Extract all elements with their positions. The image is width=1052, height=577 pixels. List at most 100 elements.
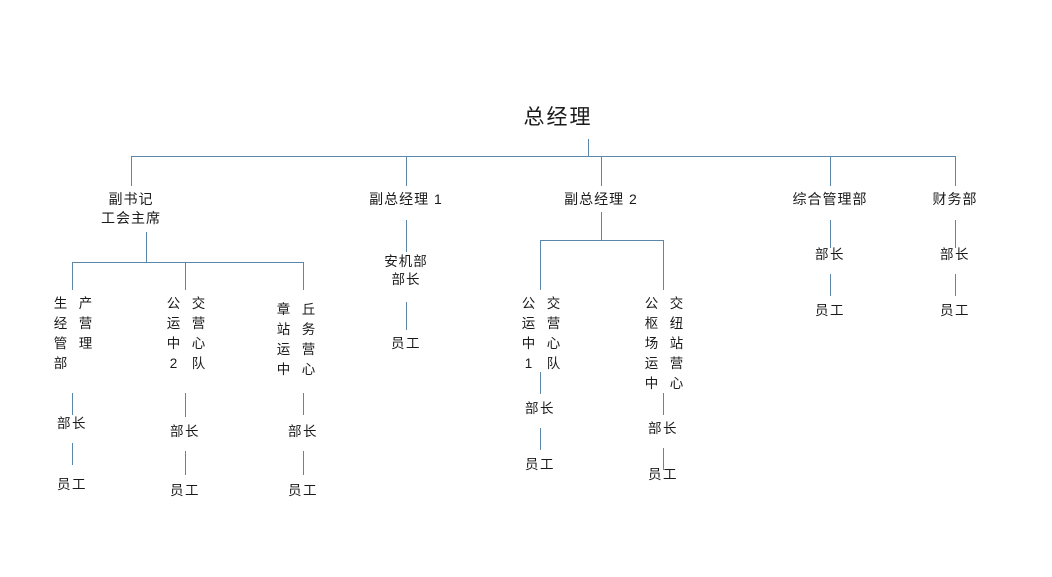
- node-bus-operations-center-team-1[interactable]: 公 运 中 1 交 营 心 队: [521, 294, 561, 374]
- node-label-line2: 部长: [391, 272, 421, 288]
- node-label: 员工: [391, 336, 421, 351]
- vtext-char: 经: [53, 315, 68, 331]
- vtext-char: 理: [78, 335, 93, 351]
- node-bus-team1-staff[interactable]: 员工: [495, 456, 585, 474]
- connector-general-admin-director-to-staff: [830, 274, 831, 296]
- node-label-line2: 工会主席: [101, 209, 161, 226]
- node-deputy-gm-1[interactable]: 副总经理 1: [346, 190, 466, 209]
- connector-drop-production-operations-dept: [72, 262, 73, 290]
- vtext-col-right: 交 营 心 队: [191, 294, 206, 374]
- node-bus-operations-center-team-2[interactable]: 公 运 中 2 交 营 心 队: [166, 294, 206, 374]
- vtext-char: 心: [301, 361, 316, 377]
- node-label-line1: 副书记: [108, 191, 154, 207]
- node-zhangqiu-staff[interactable]: 员工: [258, 482, 348, 500]
- node-general-admin-staff[interactable]: 员工: [785, 302, 875, 320]
- vtext-col-left: 生 经 管 部: [53, 294, 68, 374]
- node-finance-director[interactable]: 部长: [910, 246, 1000, 264]
- vtext-char: 运: [644, 355, 659, 371]
- node-bus-team2-staff[interactable]: 员工: [135, 482, 235, 500]
- vtext-col-right: 丘 务 营 心: [301, 300, 316, 380]
- node-security-dept[interactable]: 安机部 部长: [356, 253, 456, 289]
- node-label: 部长: [815, 247, 845, 262]
- vtext-char: 公: [644, 296, 659, 311]
- node-general-admin-dept[interactable]: 综合管理部: [770, 190, 890, 209]
- node-label: 总经理: [523, 106, 593, 129]
- node-bus-hub-station-operations-center[interactable]: 公 枢 场 运 中 交 纽 站 营 心: [644, 294, 684, 394]
- vtext-char: 站: [276, 321, 291, 337]
- connector-level2-bus: [131, 156, 955, 157]
- node-label-line1: 安机部: [384, 254, 428, 269]
- vtext-char: 生: [53, 296, 68, 311]
- connector-production-dept-to-director: [72, 393, 73, 415]
- vtext-char: 公: [521, 296, 536, 311]
- connector-deputy-gm-1-to-security-dept: [406, 220, 407, 252]
- connector-bus-hub-director-to-staff: [663, 448, 664, 470]
- connector-drop-bus-operations-center-team-1: [540, 240, 541, 290]
- node-label-line1: 财务部: [932, 191, 978, 207]
- connector-drop-deputy-gm-1: [406, 156, 407, 186]
- node-label: 员工: [288, 483, 318, 498]
- connector-production-dept-director-to-staff: [72, 443, 73, 465]
- vtext-char: 营: [78, 315, 93, 331]
- vtext-char: 运: [521, 315, 536, 331]
- node-general-manager[interactable]: 总经理: [478, 104, 638, 132]
- connector-zhangqiu-to-director: [303, 393, 304, 415]
- connector-drop-bus-hub-station-operations-center: [663, 240, 664, 290]
- node-label: 员工: [525, 457, 555, 472]
- node-bus-hub-director[interactable]: 部长: [618, 420, 708, 438]
- vtext-char: 站: [669, 335, 684, 351]
- node-production-dept-staff[interactable]: 员工: [32, 476, 112, 494]
- connector-finance-to-director: [955, 220, 956, 248]
- vtext-char: 心: [546, 335, 561, 351]
- node-finance-staff[interactable]: 员工: [910, 302, 1000, 320]
- vtext-char: 队: [191, 355, 206, 371]
- node-bus-team1-director[interactable]: 部长: [495, 400, 585, 418]
- connector-bus-team2-director-to-staff: [185, 451, 186, 475]
- connector-drop-general-admin-dept: [830, 156, 831, 186]
- vtext-char: 心: [669, 375, 684, 391]
- node-production-operations-dept[interactable]: 生 经 管 部 产 营 理: [53, 294, 93, 374]
- connector-finance-director-to-staff: [955, 274, 956, 296]
- vtext-col-right: 交 纽 站 营 心: [669, 294, 684, 394]
- node-label-line1: 副总经理 1: [369, 191, 443, 207]
- vtext-char: 管: [53, 335, 68, 351]
- vtext-char: 运: [166, 315, 181, 331]
- node-general-admin-director[interactable]: 部长: [785, 246, 875, 264]
- vtext-char: 交: [669, 296, 684, 311]
- node-deputy-secretary[interactable]: 副书记 工会主席: [71, 190, 191, 228]
- node-label: 部长: [288, 424, 318, 439]
- vtext-char: 部: [53, 355, 68, 371]
- node-label: 员工: [648, 467, 678, 482]
- vtext-char: 营: [669, 355, 684, 371]
- node-bus-hub-staff[interactable]: 员工: [618, 466, 708, 484]
- vtext-char: 中: [166, 335, 181, 351]
- node-zhangqiu-director[interactable]: 部长: [258, 423, 348, 441]
- connector-bus-team2-to-director: [185, 393, 186, 417]
- vtext-char: 公: [166, 296, 181, 311]
- vtext-col-right: 交 营 心 队: [546, 294, 561, 374]
- node-production-dept-director[interactable]: 部长: [32, 415, 112, 433]
- node-label: 员工: [170, 483, 200, 498]
- connector-drop-deputy-secretary: [131, 156, 132, 186]
- vtext-char: 中: [521, 335, 536, 351]
- node-deputy-gm-2[interactable]: 副总经理 2: [541, 190, 661, 209]
- vtext-col-left: 公 运 中 1: [521, 294, 536, 374]
- connector-drop-finance-dept: [955, 156, 956, 186]
- node-zhangqiu-station-operations-center[interactable]: 章 站 运 中 丘 务 营 心: [276, 300, 316, 380]
- node-bus-team2-director[interactable]: 部长: [135, 423, 235, 441]
- connector-drop-deputy-gm-2: [601, 156, 602, 186]
- vtext-char: 枢: [644, 315, 659, 331]
- vtext-char: 营: [546, 315, 561, 331]
- node-label: 员工: [57, 477, 87, 492]
- vtext-char: 运: [276, 341, 291, 357]
- vtext-col-left: 章 站 运 中: [276, 300, 291, 380]
- vtext-char: 务: [301, 321, 316, 337]
- connector-deputy-gm-2-stem: [601, 212, 602, 240]
- node-label: 部长: [940, 247, 970, 262]
- node-finance-dept[interactable]: 财务部: [895, 190, 1015, 209]
- connector-general-admin-to-director: [830, 220, 831, 248]
- node-label: 部长: [170, 424, 200, 439]
- connector-drop-bus-operations-center-team-2: [185, 262, 186, 290]
- vtext-col-left: 公 运 中 2: [166, 294, 181, 374]
- node-security-dept-staff[interactable]: 员工: [356, 335, 456, 353]
